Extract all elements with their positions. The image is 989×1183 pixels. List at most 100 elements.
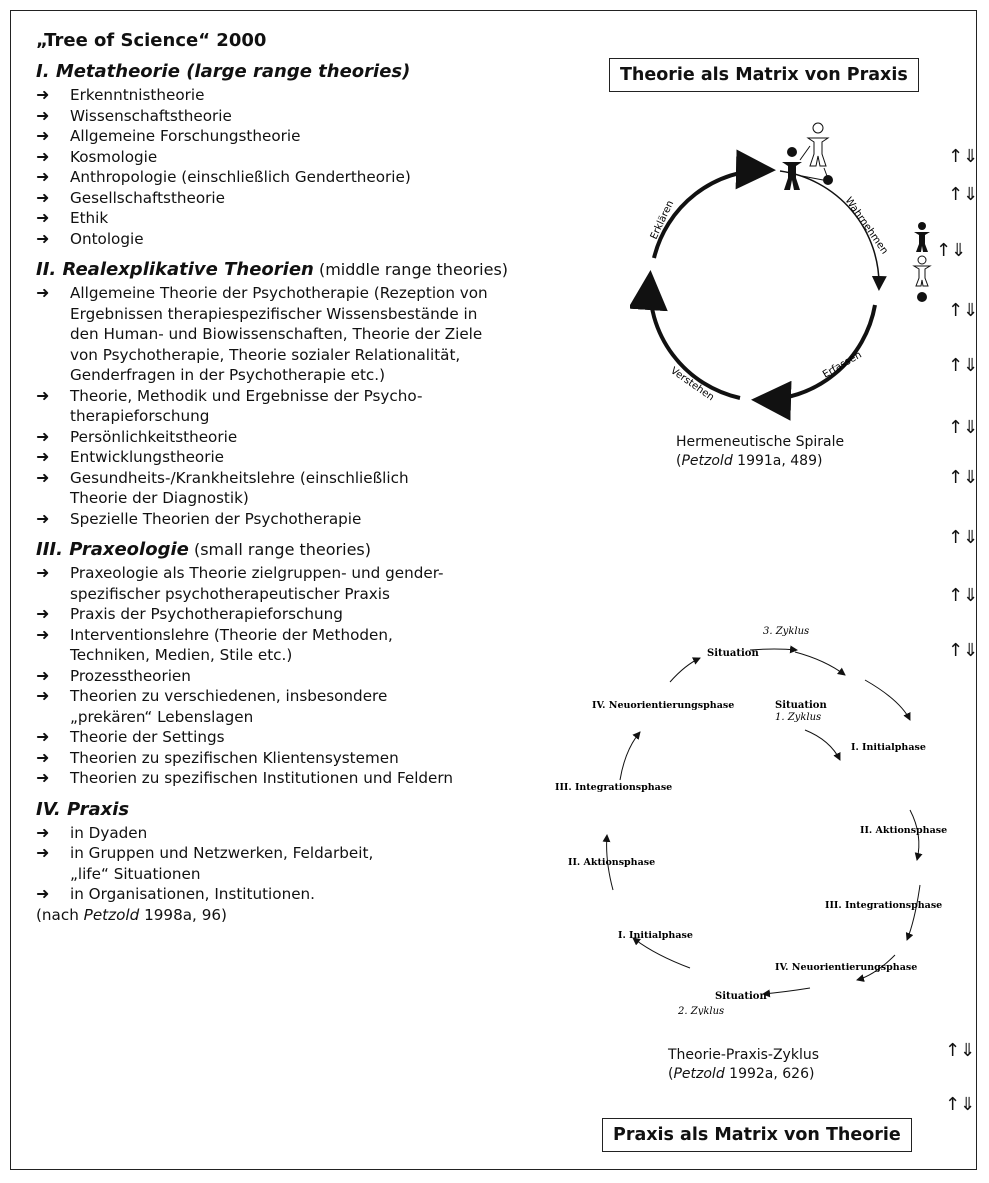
list-item-text: Gesellschaftstheorie bbox=[70, 188, 225, 207]
side-figures bbox=[912, 222, 932, 302]
arrow-right-icon: ➜ bbox=[36, 822, 50, 842]
list-item: ➜ Theorie der Settings bbox=[36, 727, 596, 748]
list-item-text: den Human- und Biowissenschaften, Theori… bbox=[70, 325, 483, 343]
cycle-situation-2: Situation bbox=[715, 991, 767, 1002]
arrow-right-icon: ➜ bbox=[36, 228, 50, 248]
list-item-text: Allgemeine Theorie der Psychotherapie (R… bbox=[70, 284, 488, 302]
list-item: ➜ Theorien zu verschiedenen, insbesondere… bbox=[36, 686, 596, 727]
label-erfassen: Erfassen bbox=[821, 350, 864, 381]
section-numeral: IV. bbox=[36, 798, 67, 820]
page-title: „Tree of Science“ 2000 bbox=[36, 30, 267, 51]
list-item-text: Theorien zu spezifischen Institutionen u… bbox=[70, 769, 454, 787]
dot-icon bbox=[917, 292, 927, 302]
section-list: ➜ in Dyaden➜in Gruppen und Netzwerken, Fe… bbox=[36, 823, 596, 905]
cycle-situation-3: Situation bbox=[707, 648, 759, 659]
updown-arrow-icon: ↑⇓ bbox=[945, 1094, 976, 1115]
list-item-text: Theorie der Settings bbox=[70, 728, 225, 746]
section-list: ➜ Allgemeine Theorie der Psychotherapie (… bbox=[36, 283, 596, 529]
updown-arrow-icon: ↑⇓ bbox=[948, 467, 979, 488]
spiral-caption-author: Petzold bbox=[681, 453, 733, 469]
arrow-right-icon: ➜ bbox=[36, 768, 50, 787]
list-item: ➜Persönlichkeitstheorie bbox=[36, 427, 596, 448]
list-item-text: Ergebnissen therapiespezifischer Wissens… bbox=[70, 304, 478, 323]
label-wahrnehmen: Wahrnehmen bbox=[843, 195, 890, 256]
list-item: ➜Allgemeine Forschungstheorie bbox=[36, 126, 596, 147]
section-numeral: III. bbox=[36, 539, 70, 560]
list-item-text: Genderfragen in der Psychotherapie etc.) bbox=[70, 366, 385, 384]
updown-arrow-icon: ↑⇓ bbox=[948, 300, 979, 321]
updown-arrow-icon: ↑⇓ bbox=[948, 184, 979, 205]
source-pre: (nach bbox=[36, 905, 84, 924]
theory-matrix-box: Theorie als Matrix von Praxis bbox=[609, 58, 919, 92]
updown-arrow-icon: ↑⇓ bbox=[948, 355, 979, 376]
arrow-right-icon: ➜ bbox=[36, 467, 50, 487]
arrow-right-icon: ➜ bbox=[36, 385, 50, 405]
list-item-text: Kosmologie bbox=[70, 147, 158, 166]
cycle-integration-a: III. Integrationsphase bbox=[555, 782, 672, 793]
updown-arrow-icon: ↑⇓ bbox=[948, 585, 979, 606]
updown-arrow-icon: ↑⇓ bbox=[945, 1040, 976, 1061]
cycle-initial-b: I. Initialphase bbox=[618, 930, 693, 941]
list-item-text: Erkenntnistheorie bbox=[70, 86, 205, 104]
list-item: ➜Gesellschaftstheorie bbox=[36, 188, 596, 209]
spiral-caption-ref: (Petzold 1991a, 489) bbox=[676, 453, 823, 469]
arrow-right-icon: ➜ bbox=[36, 747, 50, 767]
spiral-arc-wahrnehmen bbox=[779, 170, 887, 291]
cycle-integration-b: III. Integrationsphase bbox=[825, 900, 942, 911]
list-item: ➜Ethik bbox=[36, 208, 596, 229]
list-item-text: Ethik bbox=[70, 209, 109, 227]
section-numeral: I. bbox=[36, 61, 56, 82]
person-filled-icon bbox=[914, 222, 930, 252]
updown-arrow-icon: ↑⇓ bbox=[936, 240, 967, 261]
cycle-zyklus-3: 3. Zyklus bbox=[763, 626, 809, 637]
cycle-zyklus-2: 2. Zyklus bbox=[677, 1006, 724, 1015]
list-item-text: in Organisationen, Institutionen. bbox=[70, 885, 315, 903]
list-item: ➜Entwicklungstheorie bbox=[36, 447, 596, 468]
arrow-right-icon: ➜ bbox=[36, 727, 50, 746]
hermeneutic-spiral-diagram: Wahrnehmen Erfassen Verstehen Erklären bbox=[630, 122, 890, 421]
section-name: Praxis bbox=[66, 798, 130, 820]
list-item-text: Praxis der Psychotherapieforschung bbox=[70, 605, 343, 623]
section-name: Metatheorie (large range theories) bbox=[55, 61, 411, 82]
section-list: ➜Praxeologie als Theorie zielgruppen- un… bbox=[36, 563, 596, 789]
source-line: (nach Petzold 1998a, 96) bbox=[36, 905, 596, 926]
list-item: ➜ Ontologie bbox=[36, 229, 596, 250]
page-frame bbox=[10, 10, 977, 1170]
cycle-aktion-a: II. Aktionsphase bbox=[860, 825, 947, 836]
updown-arrow-icon: ↑⇓ bbox=[948, 417, 979, 438]
cycle-caption-rest: 1992a, 626) bbox=[724, 1066, 815, 1082]
list-item-text: Theorie, Methodik und Ergebnisse der Psy… bbox=[70, 386, 423, 405]
list-item-text: Anthropologie (einschließlich Gendertheo… bbox=[70, 168, 411, 186]
cycle-neuorientierung-a: IV. Neuorientierungsphase bbox=[592, 700, 734, 711]
arrow-right-icon: ➜ bbox=[36, 884, 50, 903]
list-item-text: „prekären“ Lebenslagen bbox=[70, 707, 254, 726]
list-item-text: spezifischer psychotherapeutischer Praxi… bbox=[70, 584, 390, 603]
cycle-caption: Theorie-Praxis-Zyklus (Petzold 1992a, 62… bbox=[668, 1046, 819, 1084]
spiral-arc-erfassen bbox=[751, 304, 877, 421]
section-heading: III. Praxeologie (small range theories) bbox=[36, 539, 596, 560]
list-item: ➜Erkenntnistheorie bbox=[36, 85, 596, 106]
arrow-right-icon: ➜ bbox=[36, 624, 50, 644]
section-name: Praxeologie bbox=[69, 539, 189, 560]
list-item: ➜ Interventionslehre (Theorie der Methode… bbox=[36, 625, 596, 666]
list-item-text: Interventionslehre (Theorie der Methoden… bbox=[70, 625, 393, 644]
list-item: ➜ in Dyaden bbox=[36, 823, 596, 844]
arrow-right-icon: ➜ bbox=[36, 146, 50, 166]
list-item-text: Theorien zu verschiedenen, insbesondere bbox=[70, 687, 388, 705]
list-item: ➜ in Organisationen, Institutionen. bbox=[36, 884, 596, 905]
list-item-text: Ontologie bbox=[70, 229, 144, 248]
source-post: 1998a, 96) bbox=[139, 905, 227, 924]
list-item: ➜Allgemeine Theorie der Psychotherapie (… bbox=[36, 283, 596, 386]
text-column: „Tree of Science“ 2000 I. Metatheorie (l… bbox=[36, 30, 596, 925]
arrow-right-icon: ➜ bbox=[36, 686, 50, 705]
arrow-right-icon: ➜ bbox=[36, 508, 50, 528]
list-item: ➜in Gruppen und Netzwerken, Feldarbeit,„… bbox=[36, 843, 596, 884]
list-item-text: in Dyaden bbox=[70, 823, 148, 842]
section-numeral: II. bbox=[36, 259, 63, 280]
list-item: ➜ Kosmologie bbox=[36, 147, 596, 168]
updown-arrow-icon: ↑⇓ bbox=[948, 640, 979, 661]
spiral-arc-erklaeren bbox=[652, 149, 776, 259]
list-item: ➜ Theorie, Methodik und Ergebnisse der Ps… bbox=[36, 386, 596, 427]
dot-icon bbox=[823, 175, 833, 185]
list-item-text: Persönlichkeitstheorie bbox=[70, 427, 238, 446]
